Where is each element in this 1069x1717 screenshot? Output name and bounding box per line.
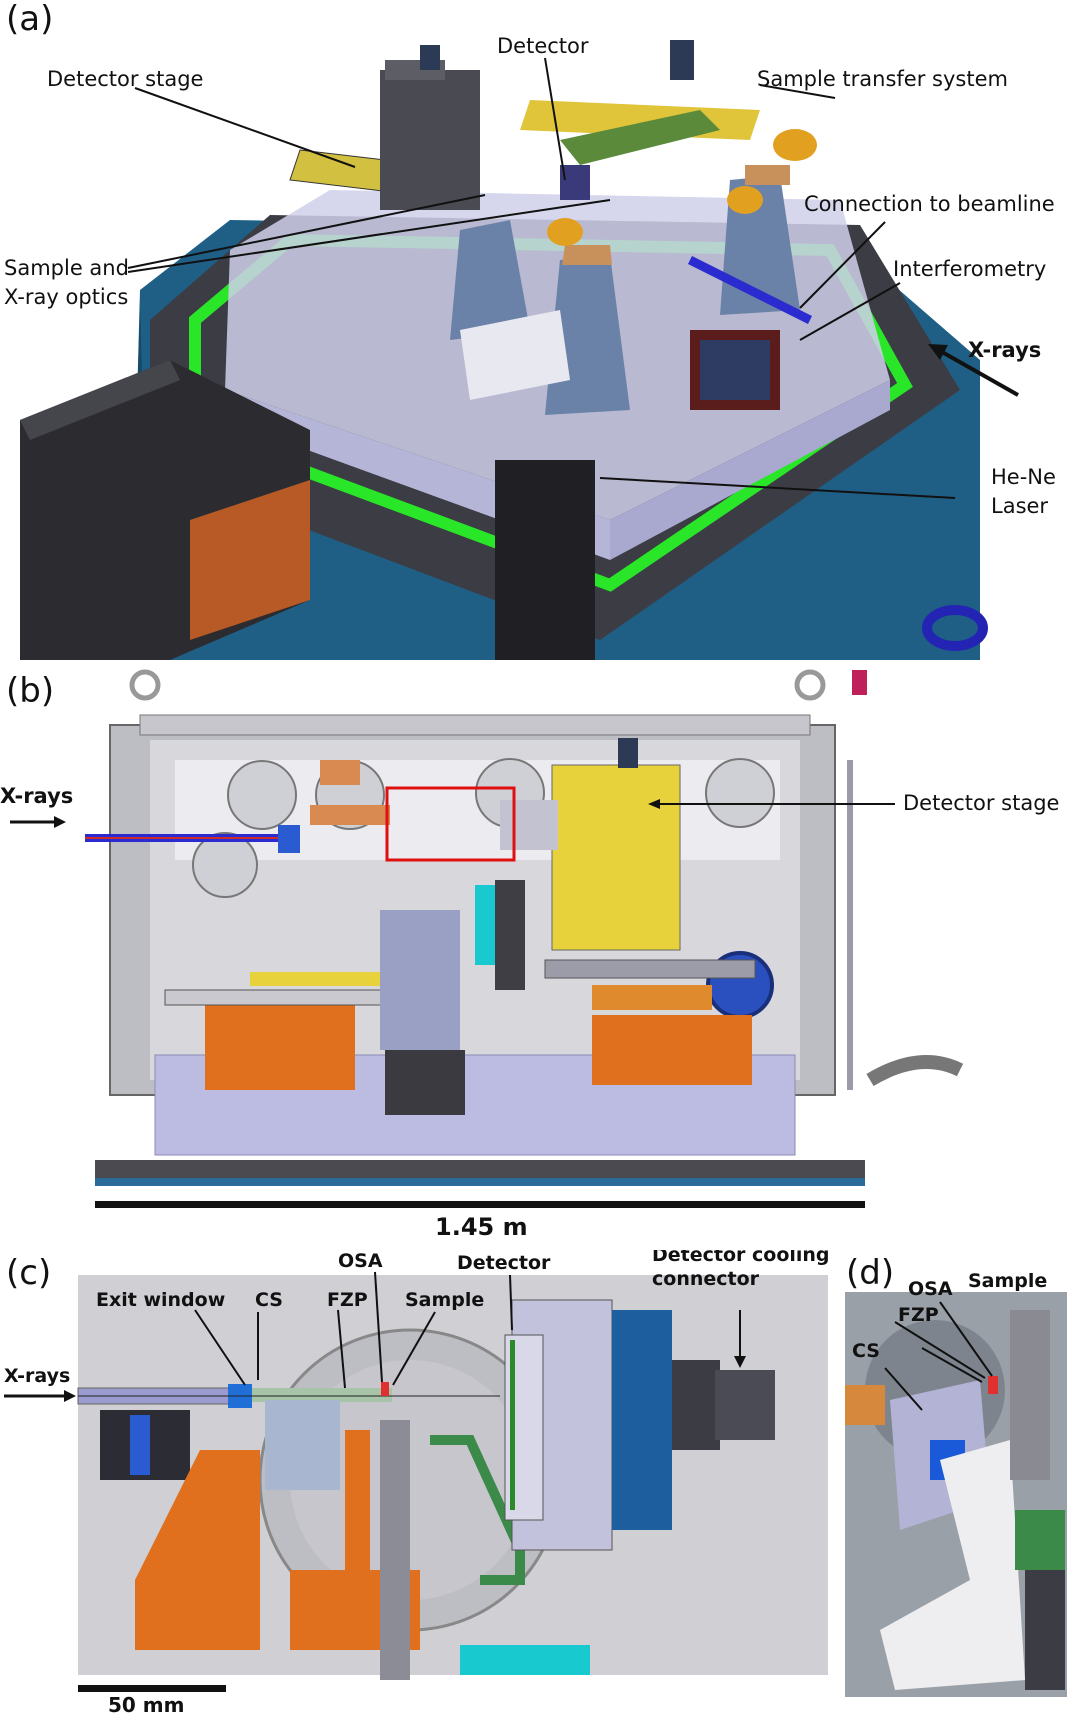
label-laser-1: He-Ne <box>991 465 1056 489</box>
panel-a-letter: (a) <box>6 0 54 39</box>
scale-bar-c <box>78 1685 226 1692</box>
scale-label-b: 1.45 m <box>435 1213 528 1241</box>
detector-stage-block <box>551 764 681 951</box>
panel-b: (b) X-rays Detector stage 1.45 m <box>0 660 1069 1250</box>
label-sample-optics-1: Sample and <box>4 256 129 280</box>
label-osa-c: OSA <box>338 1250 383 1272</box>
label-sample-c: Sample <box>405 1289 485 1311</box>
label-interferometry: Interferometry <box>893 257 1047 281</box>
label-sample-d: Sample <box>968 1270 1048 1292</box>
zoom-box <box>385 786 516 862</box>
panel-a-render <box>0 0 1069 660</box>
label-cs-d: CS <box>852 1340 880 1362</box>
label-sample-optics-2: X-ray optics <box>4 285 129 309</box>
panel-b-letter: (b) <box>6 671 55 711</box>
label-fzp-d: FZP <box>898 1304 939 1326</box>
panel-d-letter: (d) <box>846 1253 895 1293</box>
label-exit-window: Exit window <box>96 1289 226 1311</box>
panel-a: (a) Detector stage Detector Sample trans… <box>0 0 1069 660</box>
panel-c-render <box>0 1250 840 1717</box>
label-xrays-c: X-rays <box>4 1365 71 1387</box>
label-detector-stage-b: Detector stage <box>903 791 1060 815</box>
scale-bar-b <box>95 1201 865 1208</box>
label-osa-d: OSA <box>908 1278 953 1300</box>
panel-c: (c) X-rays Exit window CS FZP OSA Sample… <box>0 1250 840 1717</box>
label-connection-beamline: Connection to beamline <box>804 192 1055 216</box>
label-cooling-2: connector <box>652 1268 760 1290</box>
label-detector-stage: Detector stage <box>47 67 204 91</box>
label-cs-c: CS <box>255 1289 283 1311</box>
panel-c-letter: (c) <box>6 1253 52 1293</box>
label-xrays-b: X-rays <box>0 784 74 808</box>
panel-d-render <box>840 1250 1069 1717</box>
label-cooling-1: Detector cooling <box>652 1250 830 1266</box>
label-xrays-a: X-rays <box>968 338 1042 362</box>
label-laser-2: Laser <box>991 494 1049 518</box>
panel-d: (d) OSA Sample FZP CS <box>840 1250 1069 1717</box>
label-detector-c: Detector <box>457 1252 551 1274</box>
label-sample-transfer: Sample transfer system <box>757 67 1008 91</box>
panel-b-render <box>0 660 1069 1250</box>
scale-label-c: 50 mm <box>108 1693 185 1717</box>
label-detector: Detector <box>497 34 589 58</box>
label-fzp-c: FZP <box>327 1289 368 1311</box>
